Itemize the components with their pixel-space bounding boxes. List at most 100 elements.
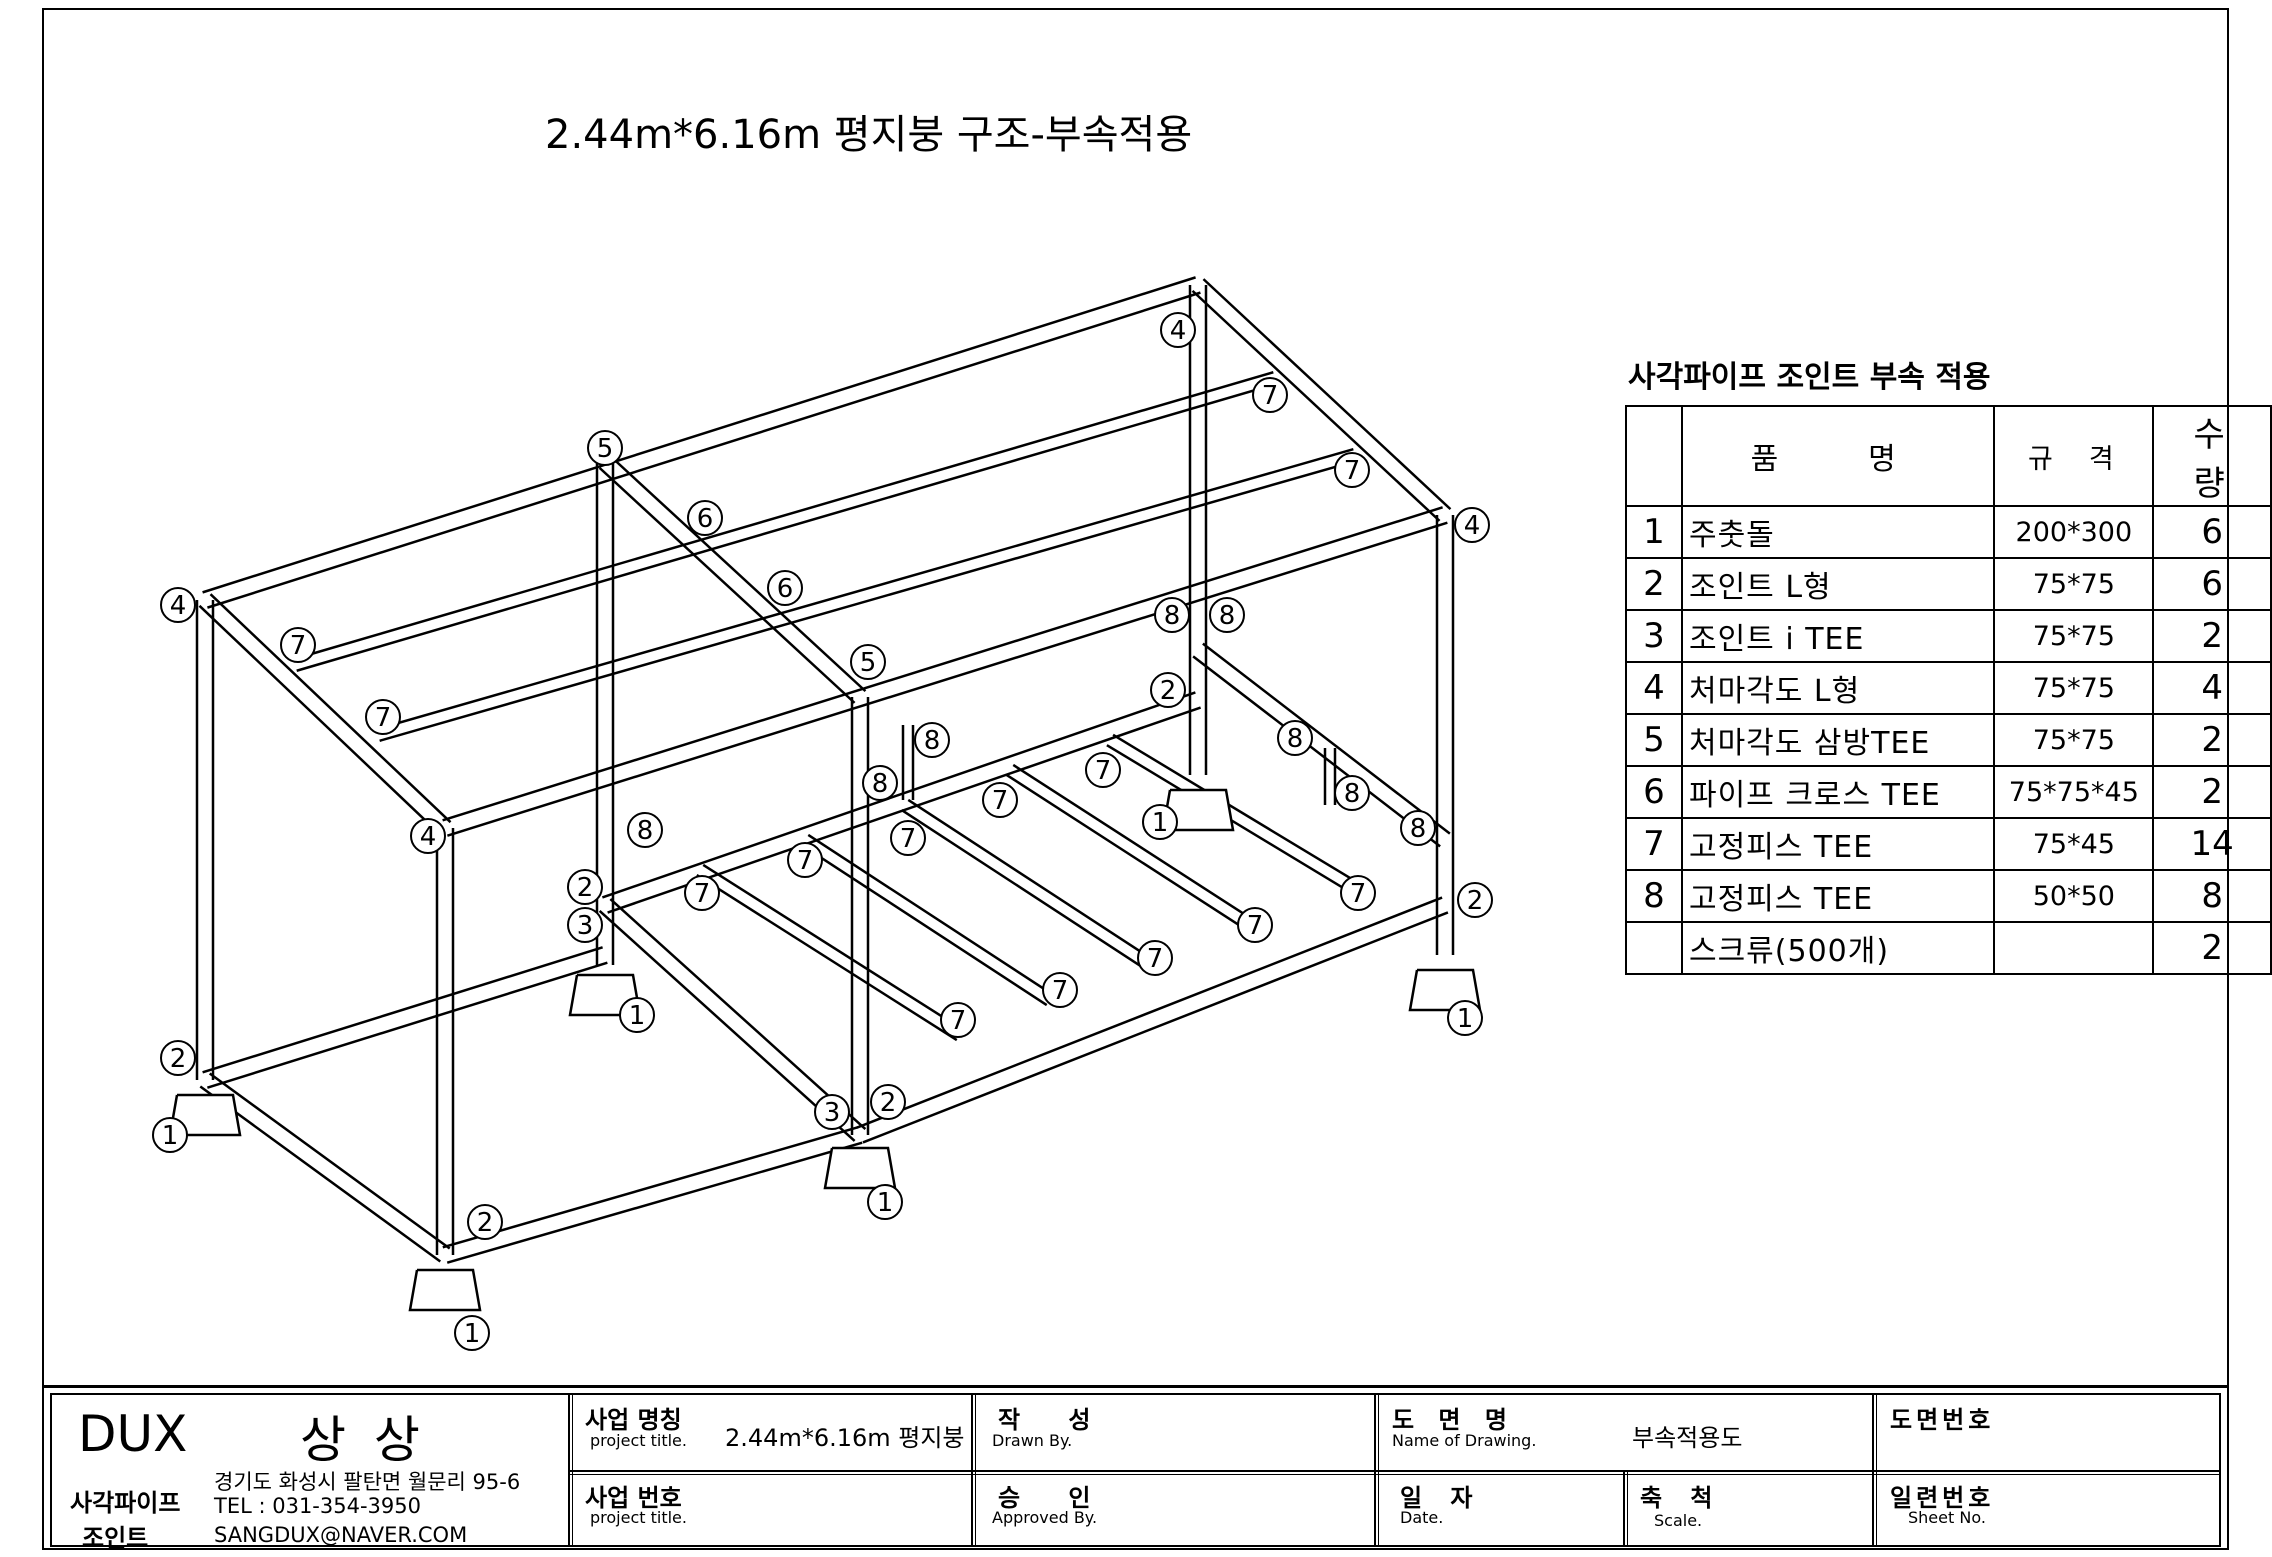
parts-cell-no: 2 xyxy=(1625,557,1683,611)
svg-text:8: 8 xyxy=(1164,601,1181,631)
parts-cell-no: 6 xyxy=(1625,765,1683,819)
svg-text:4: 4 xyxy=(170,591,187,621)
svg-text:1: 1 xyxy=(629,1001,646,1031)
svg-text:7: 7 xyxy=(1052,976,1069,1006)
callout-8: 8 xyxy=(914,722,950,758)
parts-cell-name: 파이프 크로스 TEE xyxy=(1680,765,1996,819)
callout-6: 6 xyxy=(687,500,723,536)
callout-1: 1 xyxy=(867,1184,903,1220)
callout-7: 7 xyxy=(280,627,316,663)
bottom-rear-beam xyxy=(601,691,1196,899)
floor-joist xyxy=(901,808,1148,972)
callout-7: 7 xyxy=(1042,972,1078,1008)
callout-7: 7 xyxy=(1137,940,1173,976)
parts-cell-qty: 6 xyxy=(2152,557,2272,611)
parts-table-header: 품명 규격 수량 xyxy=(1625,405,2272,507)
svg-text:8: 8 xyxy=(637,816,654,846)
parts-cell-qty: 2 xyxy=(2152,609,2272,663)
svg-text:7: 7 xyxy=(1350,879,1367,909)
callout-4: 4 xyxy=(160,587,196,623)
callout-7: 7 xyxy=(890,820,926,856)
floor-joist xyxy=(907,798,1154,962)
parts-cell-qty: 2 xyxy=(2152,921,2272,975)
floor-joist xyxy=(696,874,958,1042)
bottom-right-beam xyxy=(1192,655,1441,848)
company-email: SANGDUX@NAVER.COM xyxy=(214,1523,468,1547)
svg-text:1: 1 xyxy=(464,1319,481,1349)
bottom-right-beam xyxy=(1202,642,1451,835)
parts-cell-spec: 75*45 xyxy=(1993,817,2155,871)
callout-7: 7 xyxy=(1334,452,1370,488)
parts-cell-no xyxy=(1625,921,1683,975)
svg-text:1: 1 xyxy=(1152,808,1169,838)
bottom-rear-beam-left xyxy=(207,961,608,1089)
sheet-no-label-en: Sheet No. xyxy=(1908,1508,1986,1527)
bottom-front-beam-right xyxy=(862,911,1449,1144)
parts-cell-no: 4 xyxy=(1625,661,1683,715)
floor-joist xyxy=(702,863,964,1031)
foundation-stone xyxy=(823,1146,897,1190)
parts-table-title: 사각파이프 조인트 부속 적용 xyxy=(1628,360,1991,395)
svg-text:2: 2 xyxy=(170,1044,187,1074)
header-name: 품명 xyxy=(1680,405,1996,507)
approved-by-label-en: Approved By. xyxy=(992,1508,1098,1527)
parts-cell-name: 고정피스 TEE xyxy=(1680,817,1996,871)
callout-4: 4 xyxy=(1454,507,1490,543)
parts-cell-name: 주춧돌 xyxy=(1680,505,1996,559)
svg-text:5: 5 xyxy=(860,648,877,678)
bottom-front-beam-right xyxy=(856,896,1443,1129)
date-label: 일 자 xyxy=(1400,1484,1483,1512)
bottom-left-beam xyxy=(199,1085,442,1263)
parts-cell-qty: 2 xyxy=(2152,713,2272,767)
callout-5: 5 xyxy=(587,430,623,466)
product-line2: 조인트 xyxy=(82,1524,149,1552)
roof-front-beam xyxy=(442,506,1443,822)
callout-1: 1 xyxy=(454,1315,490,1351)
roof-purlin xyxy=(379,459,1357,742)
callout-2: 2 xyxy=(1457,882,1493,918)
drawn-by-label-en: Drawn By. xyxy=(992,1431,1073,1450)
parts-cell-name: 처마각도 L형 xyxy=(1680,661,1996,715)
svg-text:7: 7 xyxy=(797,846,814,876)
svg-text:7: 7 xyxy=(694,879,711,909)
parts-cell-no: 3 xyxy=(1625,609,1683,663)
floor-joist xyxy=(1006,773,1248,932)
svg-text:8: 8 xyxy=(1219,601,1236,631)
parts-cell-name: 조인트 L형 xyxy=(1680,557,1996,611)
callout-7: 7 xyxy=(940,1002,976,1038)
parts-cell-name: 스크류(500개) xyxy=(1680,921,1996,975)
roof-rear-beam xyxy=(202,276,1196,594)
parts-cell-no: 8 xyxy=(1625,869,1683,923)
drawing-title: 2.44m*6.16m 평지붕 구조-부속적용 xyxy=(545,112,1193,158)
parts-cell-no: 7 xyxy=(1625,817,1683,871)
product-line1: 사각파이프 xyxy=(70,1489,181,1517)
svg-text:1: 1 xyxy=(162,1121,179,1151)
svg-text:2: 2 xyxy=(1160,676,1177,706)
svg-text:1: 1 xyxy=(877,1188,894,1218)
svg-text:5: 5 xyxy=(597,434,614,464)
roof-right-rafter xyxy=(1191,289,1441,522)
bottom-front-beam xyxy=(446,1141,863,1264)
svg-text:7: 7 xyxy=(992,786,1009,816)
callout-1: 1 xyxy=(152,1117,188,1153)
svg-text:6: 6 xyxy=(697,504,714,534)
roof-purlin xyxy=(292,371,1274,661)
parts-cell-qty: 8 xyxy=(2152,869,2272,923)
svg-text:2: 2 xyxy=(1467,886,1484,916)
parts-cell-no: 5 xyxy=(1625,713,1683,767)
parts-cell-qty: 6 xyxy=(2152,505,2272,559)
parts-cell-no: 1 xyxy=(1625,505,1683,559)
scale-label-en: Scale. xyxy=(1654,1511,1703,1530)
svg-text:2: 2 xyxy=(577,873,594,903)
svg-text:7: 7 xyxy=(1095,756,1112,786)
company-address: 경기도 화성시 팔탄면 월문리 95-6 xyxy=(214,1470,521,1494)
callout-4: 4 xyxy=(1160,312,1196,348)
company-name: DUX xyxy=(78,1405,188,1463)
svg-text:7: 7 xyxy=(1262,381,1279,411)
